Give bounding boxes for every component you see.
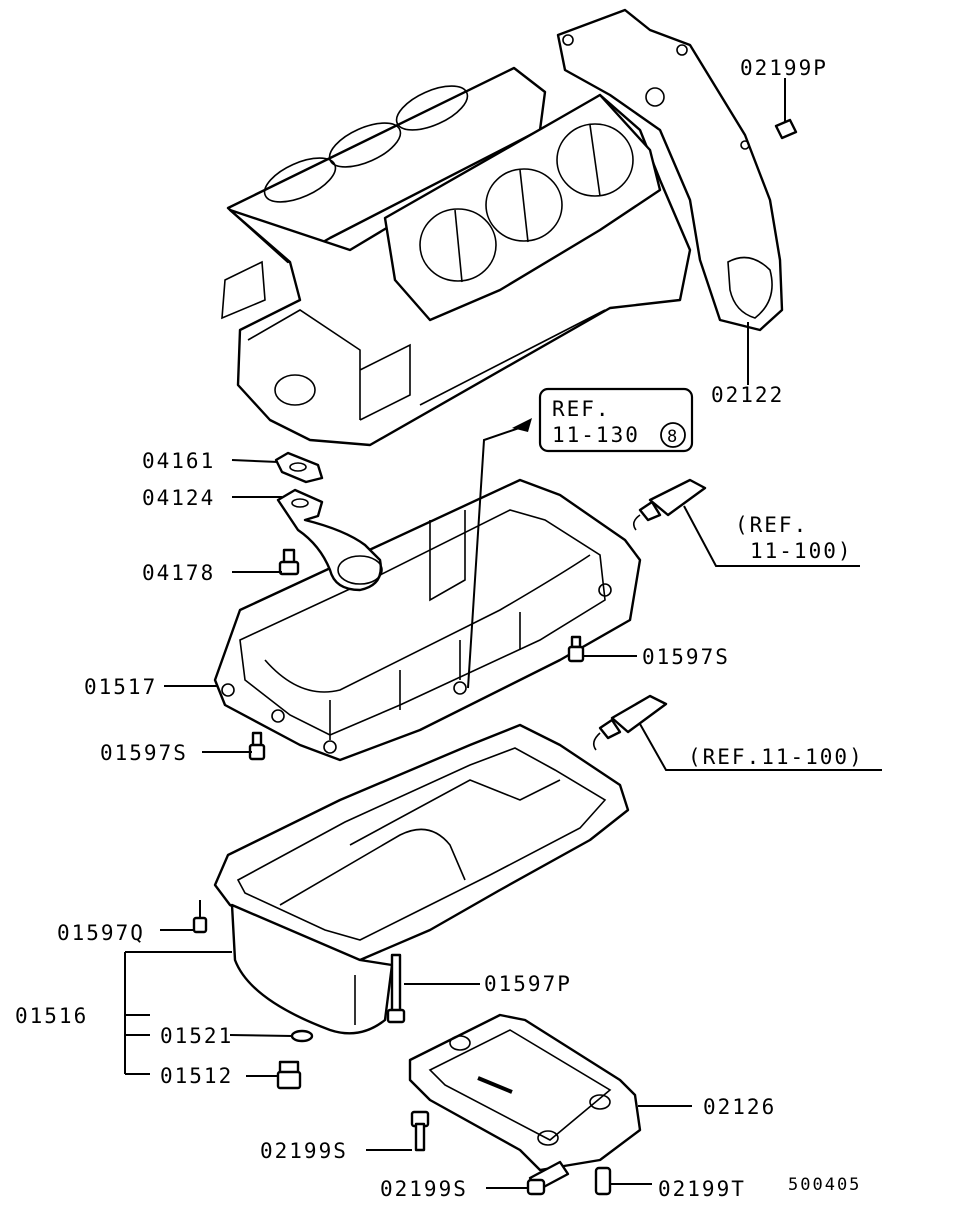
label-01597Q: 01597Q	[57, 921, 145, 945]
label-02199S-upper: 02199S	[260, 1139, 348, 1163]
label-04161: 04161	[142, 449, 215, 473]
label-sealant-ref-upper-2: 11-100)	[750, 539, 853, 563]
ref-box-line2: 11-130	[552, 423, 640, 447]
ref-box: REF. 11-130 8	[538, 387, 694, 453]
ref-box-badge: 8	[667, 427, 679, 447]
label-sealant-ref-upper: (REF.	[735, 513, 808, 537]
diagram-id: 500405	[788, 1175, 861, 1195]
label-02126: 02126	[703, 1095, 776, 1119]
label-01521: 01521	[160, 1024, 233, 1048]
label-02199P: 02199P	[740, 56, 828, 80]
label-01597S-left: 01597S	[100, 741, 188, 765]
baffle-plate	[408, 1013, 642, 1172]
label-01512: 01512	[160, 1064, 233, 1088]
label-01517: 01517	[84, 675, 157, 699]
label-04124: 04124	[142, 486, 215, 510]
oil-strainer	[274, 451, 383, 592]
label-04178: 04178	[142, 561, 215, 585]
label-sealant-ref-lower: (REF.11-100)	[688, 745, 864, 769]
ref-box-line1: REF.	[552, 397, 611, 421]
engine-block	[221, 66, 692, 447]
leader-lines	[124, 78, 882, 1189]
sealant-tube-upper	[632, 478, 707, 531]
label-01516: 01516	[15, 1004, 88, 1028]
rear-plate-gasket	[556, 8, 784, 332]
part-labels: 02199P 02122 (REF. 11-100) 04161 04124 0…	[15, 56, 864, 1201]
lower-oil-pan	[213, 723, 630, 1035]
label-01597S-right: 01597S	[642, 645, 730, 669]
label-02199S-lower: 02199S	[380, 1177, 468, 1201]
label-01597P: 01597P	[484, 972, 572, 996]
label-02199T: 02199T	[658, 1177, 746, 1201]
sealant-tube-lower	[592, 694, 668, 751]
upper-oil-pan	[213, 478, 642, 762]
label-02122: 02122	[711, 383, 784, 407]
